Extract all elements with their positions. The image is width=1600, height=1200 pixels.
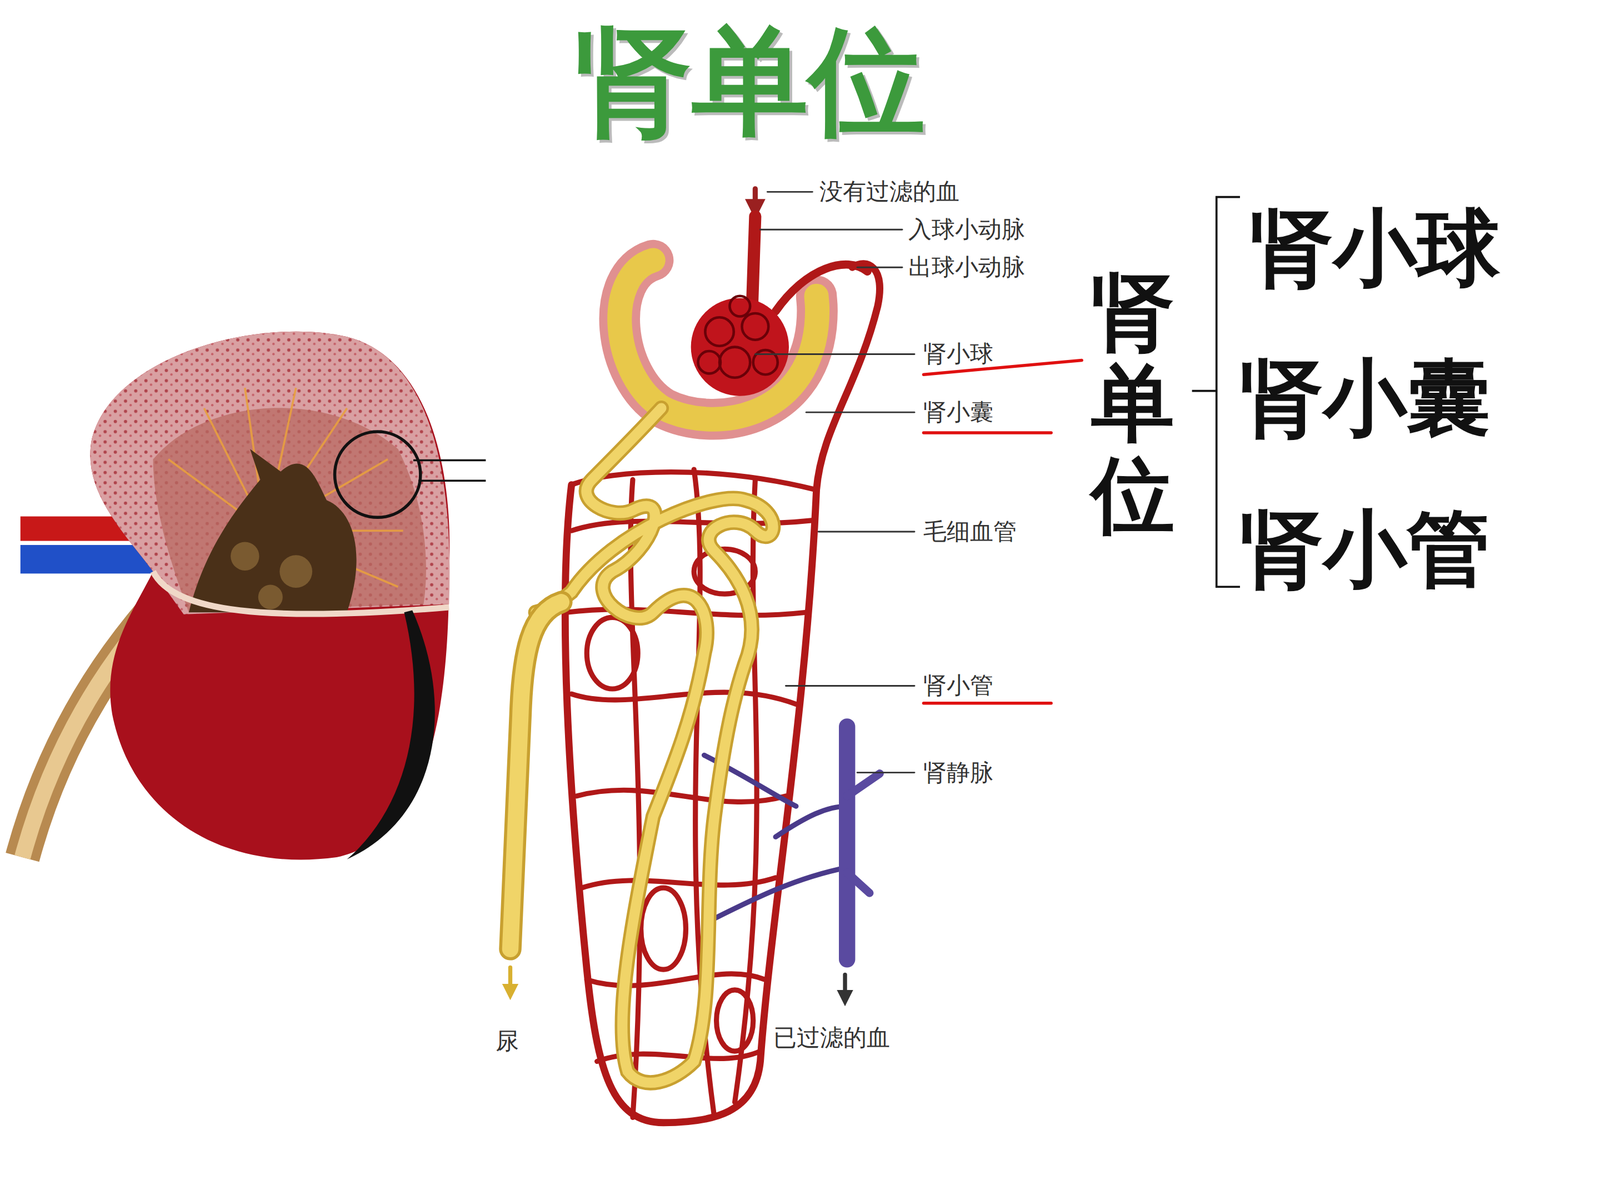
slide-title: 肾单位 [575, 23, 925, 140]
part-label: 毛细血管 [923, 520, 1017, 544]
part-name: 肾小管 [1240, 507, 1490, 591]
bracket [1192, 197, 1240, 588]
nephron [510, 188, 1083, 1123]
flow-label: 尿 [495, 1029, 519, 1053]
flow-label: 已过滤的血 [773, 1026, 890, 1050]
part-label: 肾小球 [923, 342, 994, 366]
part-name: 肾小球 [1250, 206, 1500, 290]
part-label: 肾小囊 [923, 400, 994, 424]
part-label: 肾小管 [923, 673, 994, 698]
part-label: 出球小动脉 [908, 255, 1025, 279]
kidney-section [20, 331, 487, 860]
flow-label: 没有过滤的血 [819, 180, 960, 204]
part-label: 入球小动脉 [908, 217, 1025, 242]
part-name: 肾小囊 [1240, 356, 1490, 440]
group-label: 肾单位 [1091, 266, 1175, 542]
part-label: 肾静脉 [923, 761, 994, 785]
